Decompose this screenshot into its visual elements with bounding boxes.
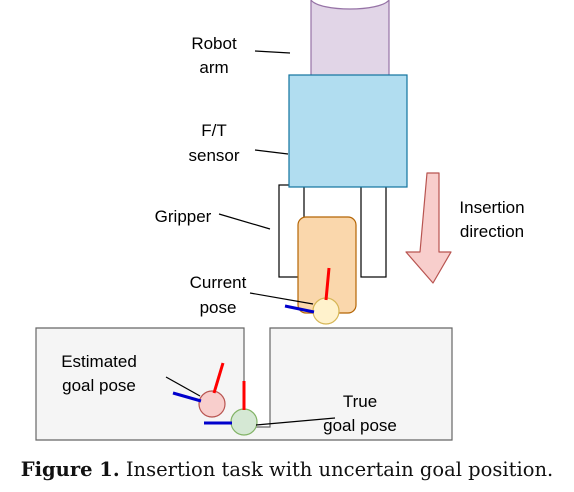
ft-sensor-label-line2: sensor (188, 146, 239, 165)
robot-arm-label-line2: arm (199, 58, 228, 77)
estimated-goal-pose-label-line2: goal pose (62, 376, 136, 395)
figure-caption-prefix: Figure 1. (20, 458, 120, 481)
figure-caption-text: Insertion task with uncertain goal posit… (119, 458, 554, 481)
robot-arm-label: Robot (191, 34, 237, 53)
estimated-goal-pose-leader (165, 376, 201, 397)
estimated-goal-pose-red-axis (212, 362, 225, 394)
current-pose-label-line2: pose (200, 298, 237, 317)
insertion-direction-label-line2: direction (460, 222, 524, 241)
current-pose-label: Current (190, 273, 247, 292)
gripper-label: Gripper (155, 207, 212, 226)
insertion-direction-arrow (405, 172, 452, 284)
ft-sensor-block (288, 74, 408, 188)
robot-arm (310, 0, 390, 81)
estimated-goal-pose-marker (198, 390, 226, 418)
true-goal-pose-leader (255, 417, 336, 426)
current-pose-blue-axis (284, 304, 315, 314)
current-pose-marker (312, 297, 340, 325)
estimated-goal-pose-blue-axis (172, 391, 202, 403)
insertion-direction-label: Insertion (459, 198, 524, 217)
true-goal-pose-marker (230, 408, 258, 436)
figure-caption: Figure 1. Insertion task with uncertain … (0, 458, 574, 492)
current-pose-leader (249, 292, 314, 305)
true-goal-pose-label-line2: goal pose (323, 416, 397, 435)
ft-sensor-label: F/T (201, 121, 227, 140)
current-pose-red-axis (324, 267, 331, 301)
gripper-leader (218, 213, 271, 230)
true-goal-pose-label: True (343, 392, 377, 411)
robot-arm-leader (254, 50, 291, 54)
ft-sensor-leader (254, 149, 289, 155)
estimated-goal-pose-label: Estimated (61, 352, 137, 371)
gripper-right-finger (360, 184, 387, 278)
